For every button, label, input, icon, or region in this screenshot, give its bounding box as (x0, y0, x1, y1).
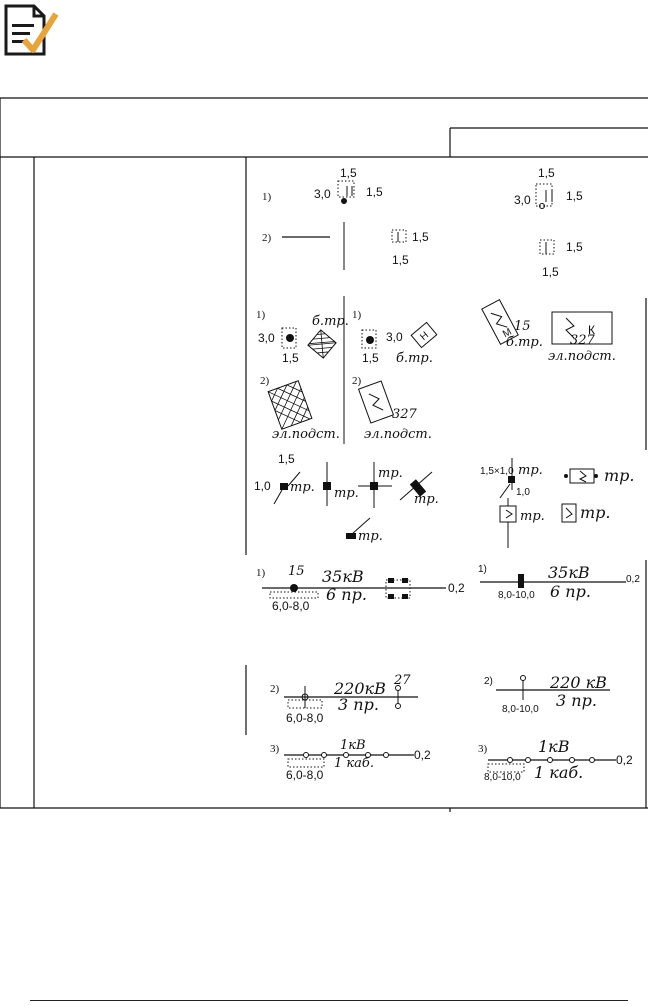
c5-alt-wires: 3 пр. (556, 691, 597, 710)
c5-alt-voltage: 220 кВ (549, 673, 607, 692)
c2-alt-num-15: 15 (514, 319, 531, 334)
c2-marker-2b: 2) (352, 375, 362, 387)
c5-alt-marker: 2) (484, 676, 493, 687)
c5-alt-span: 8,0-10,0 (502, 704, 539, 715)
c2-label-elpodst-b: эл.подст. (364, 427, 432, 442)
table-frame (0, 97, 648, 812)
c3-dim-top: 1,5 (278, 452, 295, 466)
c6-alt-span: 8,0-10,0 (484, 772, 521, 783)
c2-label-btr-b: б.тр. (396, 351, 433, 366)
cell4-figures: 1) 15 35кВ 6 пр. 0,2 6,0-8,0 1) 35кВ 6 п… (256, 563, 640, 613)
document-check-icon (4, 4, 59, 56)
c4-num-15: 15 (288, 564, 305, 579)
c2-alt-num-327: 327 (570, 333, 596, 348)
c3-label-tp-1: тр. (290, 480, 315, 495)
c1-alt-dim-top: 1,5 (538, 166, 555, 180)
footer-rule (30, 1000, 628, 1001)
c4-alt-span: 8,0-10,0 (498, 590, 535, 601)
c2-dim-bottom-b: 1,5 (362, 351, 379, 365)
c3-alt-dim-bottom: 1,0 (516, 487, 530, 498)
c4-alt-wires: 6 пр. (550, 582, 591, 601)
c6-alt-dim-right: 0,2 (616, 753, 633, 767)
c2-label-elpodst-a: эл.подст. (272, 427, 340, 442)
c1-alt2-bottom: 1,5 (542, 265, 559, 279)
c6-dim-right: 0,2 (414, 748, 431, 762)
c4-alt-marker: 1) (478, 564, 487, 575)
c3-alt-label-tp-2: тр. (604, 466, 635, 485)
c1-dim-top: 1,5 (340, 166, 357, 180)
c6-alt-cable: 1 каб. (534, 763, 583, 782)
c6-voltage: 1кВ (340, 738, 366, 753)
c1-dim-left: 3,0 (314, 187, 331, 201)
cell3-figures: 1,5 1,0 тр. тр. тр. тр. тр. 1,5×1,0 тр. … (254, 452, 635, 548)
c1-alt-dim-left: 3,0 (514, 193, 531, 207)
c3-label-tp-5: тр. (358, 529, 383, 544)
c1-marker-1: 1) (262, 191, 272, 203)
cell5-figures: 2) 220кВ 3 пр. 27 6,0-8,0 2) 220 кВ 3 пр… (270, 673, 610, 725)
c5-num-27: 27 (393, 673, 411, 688)
c2-marker-2a: 2) (260, 375, 270, 387)
c5-voltage: 220кВ (333, 679, 386, 698)
c2-alt-letter-h: К (588, 323, 595, 337)
c3-alt-dim: 1,5×1,0 (480, 466, 514, 477)
c1-alt2-right: 1,5 (566, 240, 583, 254)
c2-dim-left-a: 3,0 (258, 331, 275, 345)
c5-marker-2: 2) (270, 683, 280, 695)
c1-dim2-right: 1,5 (412, 230, 429, 244)
c6-alt-marker: 3) (478, 743, 488, 755)
c4-voltage: 35кВ (322, 567, 364, 586)
c2-alt-label-elpodst: эл.подст. (548, 349, 616, 364)
c4-span: 6,0-8,0 (272, 599, 310, 613)
c6-span: 6,0-8,0 (286, 768, 324, 782)
c4-alt-dim-right: 0,2 (626, 574, 640, 585)
c3-alt-label-tp-4: тр. (580, 503, 611, 522)
c4-wires: 6 пр. (326, 585, 367, 604)
cell2-figures: 1) 3,0 1,5 б.тр. 1) 3,0 1,5 б.тр. Н 2) э… (256, 296, 616, 444)
c5-wires: 3 пр. (338, 695, 379, 714)
c5-span: 6,0-8,0 (286, 711, 324, 725)
c6-cable: 1 каб. (334, 756, 374, 771)
c2-label-btr-a: б.тр. (312, 314, 349, 329)
c1-dim-right: 1,5 (366, 185, 383, 199)
c2-dim-right-b: 3,0 (386, 330, 403, 344)
c3-label-tp-4: тр. (414, 492, 439, 507)
c3-label-tp-3: тр. (378, 466, 403, 481)
c4-dim-right: 0,2 (448, 581, 465, 595)
c1-alt-dim-right: 1,5 (566, 189, 583, 203)
cell6-figures: 3) 1кВ 1 каб. 0,2 6,0-8,0 3) 1кВ 1 каб. … (270, 737, 633, 783)
c6-alt-voltage: 1кВ (538, 737, 570, 756)
c3-label-tp-2: тр. (334, 486, 359, 501)
c2-dim-bottom-a: 1,5 (282, 351, 299, 365)
c1-dim2-bottom: 1,5 (392, 253, 409, 267)
c2-num-327-b: 327 (392, 407, 418, 422)
c2-marker-1b: 1) (352, 309, 362, 321)
c3-alt-label-tp-1: тр. (518, 463, 543, 478)
c4-marker-1: 1) (256, 567, 266, 579)
c1-marker-2: 2) (262, 232, 272, 244)
c2-alt-label-btr: б.тр. (506, 335, 543, 350)
c2-marker-1a: 1) (256, 309, 266, 321)
c4-alt-voltage: 35кВ (548, 563, 590, 582)
c3-alt-label-tp-3: тр. (520, 509, 545, 524)
c3-dim-left: 1,0 (254, 479, 271, 493)
cell1-figures: 1) 1,5 3,0 1,5 2) 1,5 1,5 1,5 3,0 1,5 1,… (262, 166, 583, 279)
c6-marker-3: 3) (270, 743, 280, 755)
